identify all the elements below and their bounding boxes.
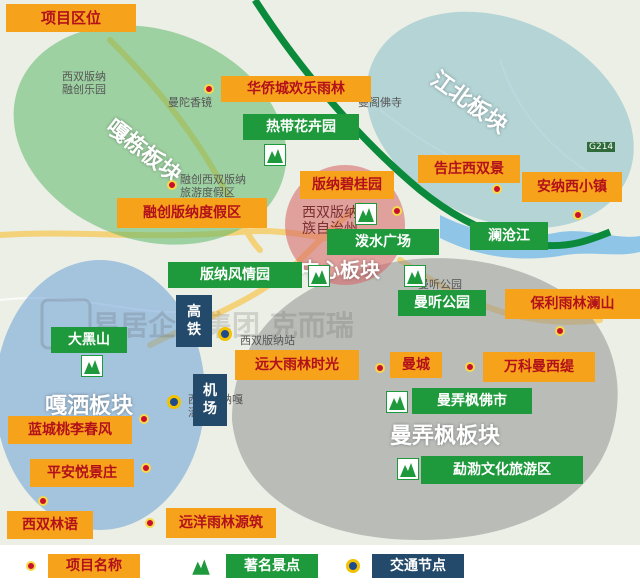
project-yuanyang-label: 远洋雨林源筑	[166, 508, 276, 538]
project-wanke-label: 万科曼西缇	[483, 352, 595, 382]
project-lancheng-marker	[139, 414, 149, 424]
mountain-icon	[308, 265, 330, 287]
project-yuandayulin-marker	[375, 363, 385, 373]
project-wanke-marker	[465, 362, 475, 372]
project-pingan-label: 平安悦景庄	[30, 459, 134, 487]
legend-project-label: 项目名称	[48, 554, 140, 578]
project-annaxi-marker	[573, 210, 583, 220]
transport-gaotie-label: 高铁	[176, 295, 212, 347]
road-g214-label: G214	[587, 142, 616, 152]
project-rongchuang-marker	[167, 180, 177, 190]
project-mancheng-label: 曼城	[390, 352, 442, 378]
project-biguiyuan-label: 版纳碧桂园	[300, 171, 394, 199]
legend: 项目名称 著名景点 交通节点	[0, 545, 640, 587]
mountain-icon	[190, 555, 212, 577]
scenic-mantingpark-label: 曼听公园	[398, 290, 486, 316]
legend-transport-label: 交通节点	[372, 554, 464, 578]
legend-scenic-label: 著名景点	[226, 554, 318, 578]
project-biguiyuan-marker	[392, 206, 402, 216]
scenic-redai-label: 热带花卉园	[243, 114, 359, 140]
legend-project-marker	[26, 561, 36, 571]
project-gaozhuang-label: 告庄西双景	[418, 155, 520, 183]
project-yuanyang-marker	[145, 518, 155, 528]
base-station-name: 西双版纳站	[240, 334, 295, 347]
base-manting-park-name: 曼听公园	[418, 278, 462, 291]
mountain-icon	[404, 265, 426, 287]
gasu-block-area	[13, 25, 287, 245]
project-baoli-marker	[555, 326, 565, 336]
legend-scenic: 著名景点	[190, 554, 318, 578]
project-lancheng-label: 蓝城桃李春风	[8, 416, 132, 444]
mountain-icon	[264, 144, 286, 166]
mountain-icon	[397, 458, 419, 480]
legend-transport-marker	[346, 559, 360, 573]
scenic-poshui-label: 泼水广场	[327, 229, 439, 255]
legend-project: 项目名称	[26, 554, 140, 578]
mountain-icon	[81, 355, 103, 377]
transport-jichang-label: 机场	[193, 374, 227, 426]
mountain-icon	[355, 203, 377, 225]
base-rongchuang-resort-name: 融创西双版纳 旅游度假区	[180, 173, 246, 199]
project-rongchuang-label: 融创版纳度假区	[117, 198, 267, 228]
base-rongchuang-park-name: 西双版纳 融创乐园	[62, 70, 106, 96]
project-linyu-marker	[38, 496, 48, 506]
mountain-icon	[386, 391, 408, 413]
project-huaqiao-marker	[204, 84, 214, 94]
legend-transport: 交通节点	[346, 554, 464, 578]
scenic-fofo-label: 曼弄枫佛市	[412, 388, 532, 414]
project-linyu-label: 西双林语	[7, 511, 93, 539]
scenic-mengla-label: 勐泐文化旅游区	[421, 456, 583, 484]
project-baoli-label: 保利雨林澜山	[505, 289, 640, 319]
gasa-block-name: 嘎洒板块	[45, 394, 134, 419]
project-annaxi-label: 安纳西小镇	[522, 172, 622, 202]
transport-jichang-marker	[167, 395, 181, 409]
scenic-lancang-label: 澜沧江	[470, 222, 548, 250]
page-title: 项目区位	[6, 4, 136, 32]
scenic-banna-fengqing-label: 版纳风情园	[168, 262, 302, 288]
project-pingan-marker	[141, 463, 151, 473]
scenic-daheishan-label: 大黑山	[51, 327, 127, 353]
manong-block-name: 曼弄枫板块	[390, 424, 501, 449]
project-huaqiao-label: 华侨城欢乐雨林	[221, 76, 371, 102]
base-mantuo-name: 曼陀香镜	[168, 96, 212, 109]
transport-gaotie-marker	[218, 327, 232, 341]
project-gaozhuang-marker	[492, 184, 502, 194]
project-yuandayulin-label: 远大雨林时光	[235, 350, 359, 380]
